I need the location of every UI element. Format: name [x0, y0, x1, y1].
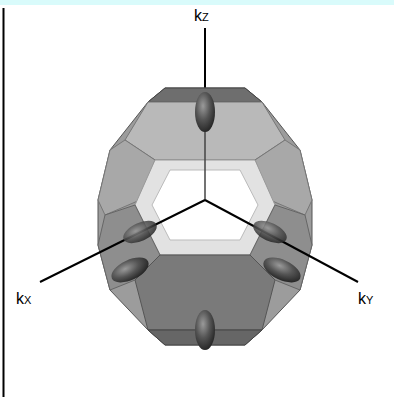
kz-axis — [204, 28, 206, 90]
valley-ellipsoid — [195, 310, 215, 350]
valley-ellipsoid — [108, 252, 153, 287]
valley-ellipsoid — [120, 216, 160, 248]
frame-line — [3, 8, 5, 397]
axis-label: kY — [358, 287, 373, 307]
axis-label: kX — [16, 287, 31, 307]
valley-ellipsoid — [250, 216, 290, 248]
zone-outline — [98, 88, 312, 345]
axis-label: kZ — [194, 4, 209, 24]
top-bar — [0, 0, 394, 5]
valley-ellipsoid — [260, 252, 305, 287]
valley-ellipsoid — [195, 92, 215, 132]
